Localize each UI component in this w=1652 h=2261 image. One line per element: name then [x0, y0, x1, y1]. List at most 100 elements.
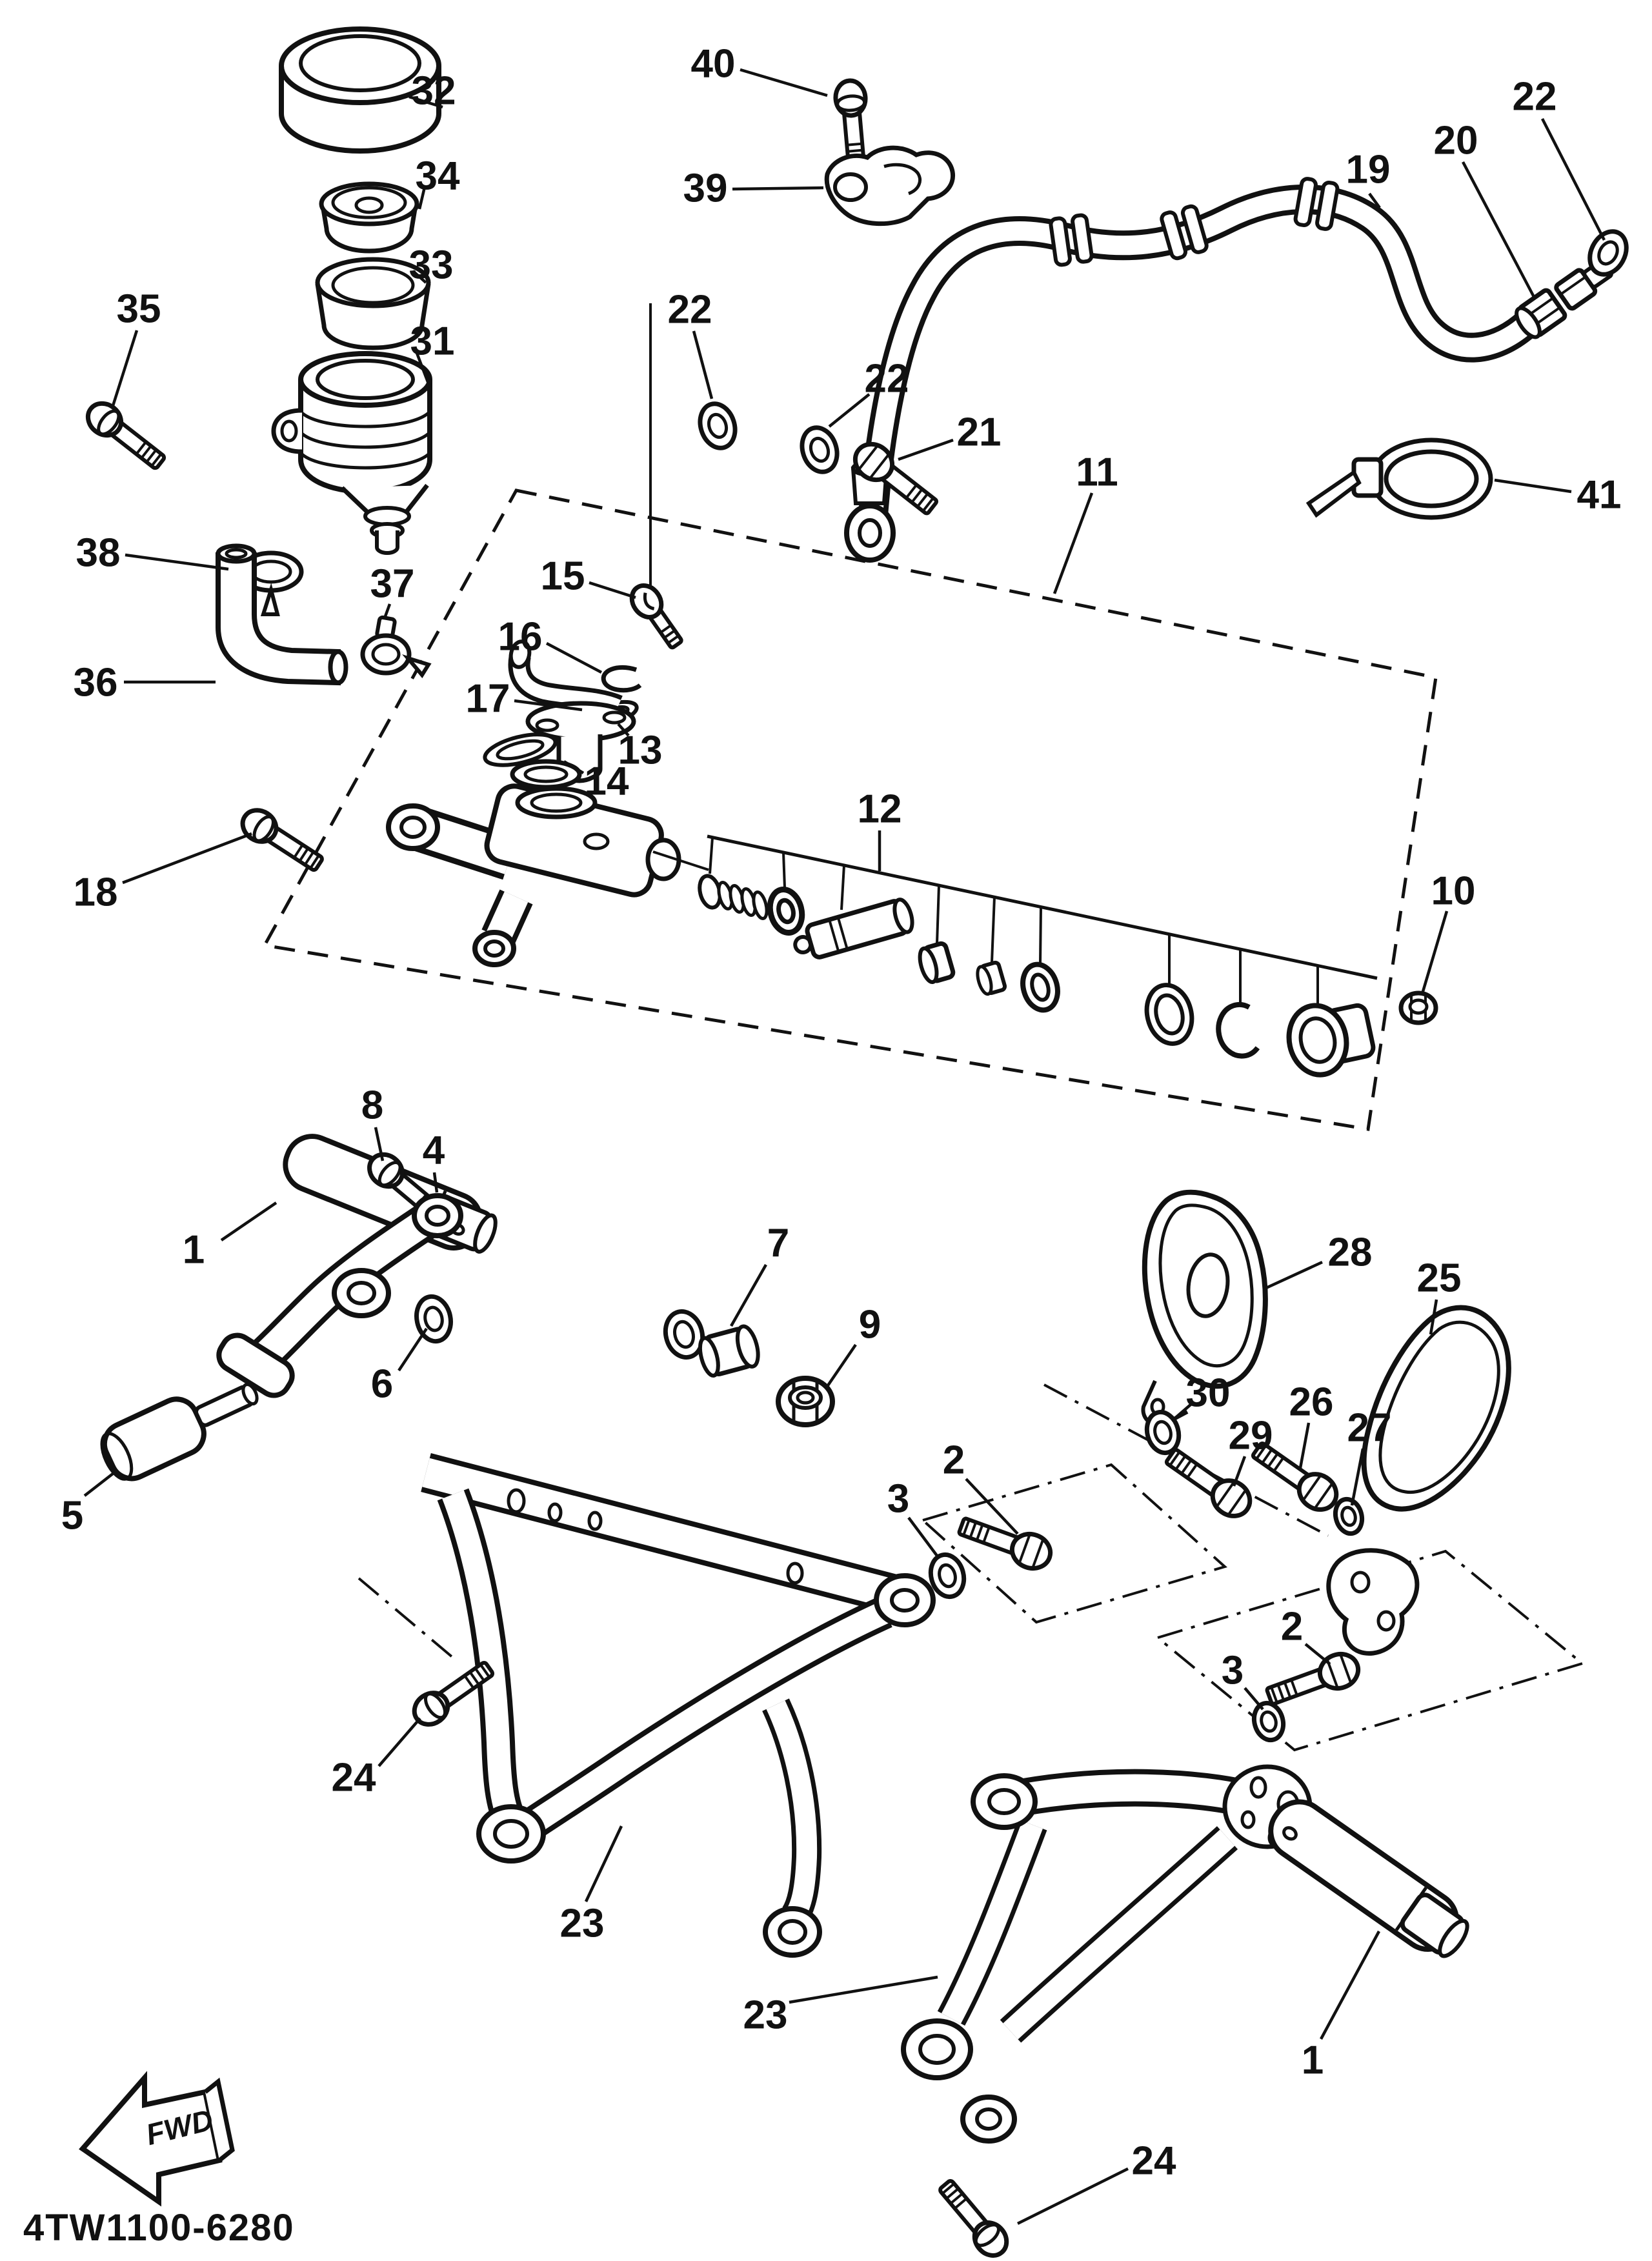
part-14-gasket — [483, 732, 558, 767]
callout-32: 32 — [408, 69, 456, 114]
part-10-nut — [1398, 990, 1438, 1025]
callout-22: 22 — [828, 357, 909, 428]
callout-leader-line — [398, 1327, 428, 1372]
kit-boot — [1286, 1003, 1376, 1078]
callout-leader-line — [1494, 478, 1572, 494]
callout-number-17-21: 17 — [466, 677, 510, 721]
callout-number-21-13: 21 — [957, 410, 1002, 455]
callout-19: 19 — [1346, 148, 1391, 209]
part-22-washer — [694, 399, 740, 453]
callout-leader-line — [432, 1172, 439, 1193]
callout-23: 23 — [743, 1975, 938, 2038]
callout-number-1-46: 1 — [1302, 2038, 1324, 2083]
callout-number-23-43: 23 — [743, 1993, 788, 2038]
callout-number-16-20: 16 — [498, 615, 543, 659]
callout-leader-line — [584, 1825, 623, 1902]
callout-number-39-10: 39 — [683, 166, 728, 211]
callout-leader-line — [1265, 1260, 1323, 1290]
callout-3: 3 — [1222, 1649, 1264, 1711]
callout-28: 28 — [1265, 1231, 1372, 1290]
callout-number-29-38: 29 — [1229, 1414, 1273, 1458]
callout-33: 33 — [409, 243, 454, 288]
callout-6: 6 — [371, 1327, 428, 1407]
callout-number-33-2: 33 — [409, 243, 454, 288]
callout-leader-line — [898, 438, 954, 461]
callout-39: 39 — [683, 166, 824, 211]
part-1-footrest-rear — [1268, 1799, 1469, 1958]
callout-number-2-34: 2 — [943, 1438, 965, 1483]
callout-leader-line — [378, 1717, 421, 1767]
callout-leader-line — [1298, 1422, 1311, 1469]
callout-leader-line — [1368, 192, 1381, 209]
callout-number-24-47: 24 — [1132, 2139, 1176, 2184]
part-4-brake-pedal-lever — [216, 1193, 463, 1398]
callout-leader-line — [965, 1478, 1019, 1535]
callout-leader-line — [1171, 1403, 1193, 1422]
callout-7: 7 — [730, 1221, 789, 1327]
callout-41: 41 — [1494, 473, 1621, 518]
hose-grommet — [1160, 204, 1209, 261]
callout-number-19-14: 19 — [1346, 148, 1391, 192]
part-7-collar — [663, 1309, 760, 1378]
callout-40: 40 — [691, 42, 828, 97]
callout-13: 13 — [617, 723, 663, 773]
callout-leader-line — [617, 723, 630, 737]
callout-leader-line — [827, 1343, 857, 1387]
part-2-bracket-bolt — [1264, 1649, 1363, 1712]
kit-cup-small — [976, 960, 1007, 996]
kit-drop-lines — [709, 837, 1319, 1004]
callout-34: 34 — [416, 154, 460, 210]
callout-number-8-26: 8 — [361, 1083, 383, 1128]
callout-number-25-36: 25 — [1417, 1256, 1462, 1301]
callout-leader-line — [1429, 1299, 1438, 1335]
callout-leader-line — [789, 1975, 938, 2004]
callout-number-3-33: 3 — [887, 1477, 909, 1522]
callout-number-31-3: 31 — [410, 319, 455, 364]
callout-number-30-37: 30 — [1186, 1371, 1231, 1416]
callout-number-13-22: 13 — [618, 729, 663, 773]
callout-layer: 3234333135383637184039222221192022411115… — [61, 42, 1621, 2226]
diagram-code: 4TW1100-6280 — [23, 2207, 295, 2249]
callout-37: 37 — [370, 562, 415, 619]
callout-22: 22 — [668, 288, 714, 399]
callout-number-3-45: 3 — [1222, 1649, 1244, 1693]
callout-leader-line — [514, 699, 583, 712]
callout-number-9-32: 9 — [859, 1303, 881, 1347]
callout-23: 23 — [560, 1825, 623, 1946]
callout-leader-line — [828, 393, 871, 428]
callout-2: 2 — [943, 1438, 1019, 1535]
callout-number-22-12: 22 — [865, 357, 909, 401]
kit-circlip — [1216, 1002, 1260, 1059]
callout-leader-line — [1053, 492, 1094, 594]
callout-number-22-16: 22 — [1513, 75, 1557, 119]
callout-number-37-7: 37 — [370, 562, 415, 607]
part-36-reservoir-hose — [216, 543, 348, 686]
part-31-reservoir — [271, 351, 432, 556]
callout-21: 21 — [898, 410, 1002, 461]
fwd-arrow: FWD — [79, 2071, 235, 2207]
callout-20: 20 — [1434, 119, 1536, 299]
hose-banjo-end — [844, 460, 896, 563]
part-34-diaphragm-holder — [319, 181, 419, 254]
kit-ring-cup — [1020, 961, 1060, 1013]
callout-10: 10 — [1420, 869, 1475, 994]
callout-leader-line — [1350, 1448, 1365, 1506]
callout-leader-line — [383, 603, 392, 619]
part-mc-body-master-cylinder — [386, 759, 709, 967]
callout-number-34-1: 34 — [416, 154, 460, 199]
kit-piston — [793, 898, 914, 960]
part-16-clip — [601, 665, 642, 693]
callout-leader-line — [414, 349, 432, 388]
callout-31: 31 — [410, 319, 455, 388]
callout-leader-line — [1304, 1643, 1331, 1665]
part-30-washer — [1144, 1409, 1182, 1456]
callout-leader-line — [1016, 2167, 1129, 2226]
callout-27: 27 — [1347, 1406, 1391, 1506]
callout-9: 9 — [827, 1303, 881, 1387]
callout-leader-line — [1320, 1930, 1380, 2040]
callout-16: 16 — [498, 615, 603, 674]
callout-1: 1 — [183, 1201, 277, 1272]
callout-leader-line — [418, 186, 427, 210]
callout-8: 8 — [361, 1083, 385, 1161]
